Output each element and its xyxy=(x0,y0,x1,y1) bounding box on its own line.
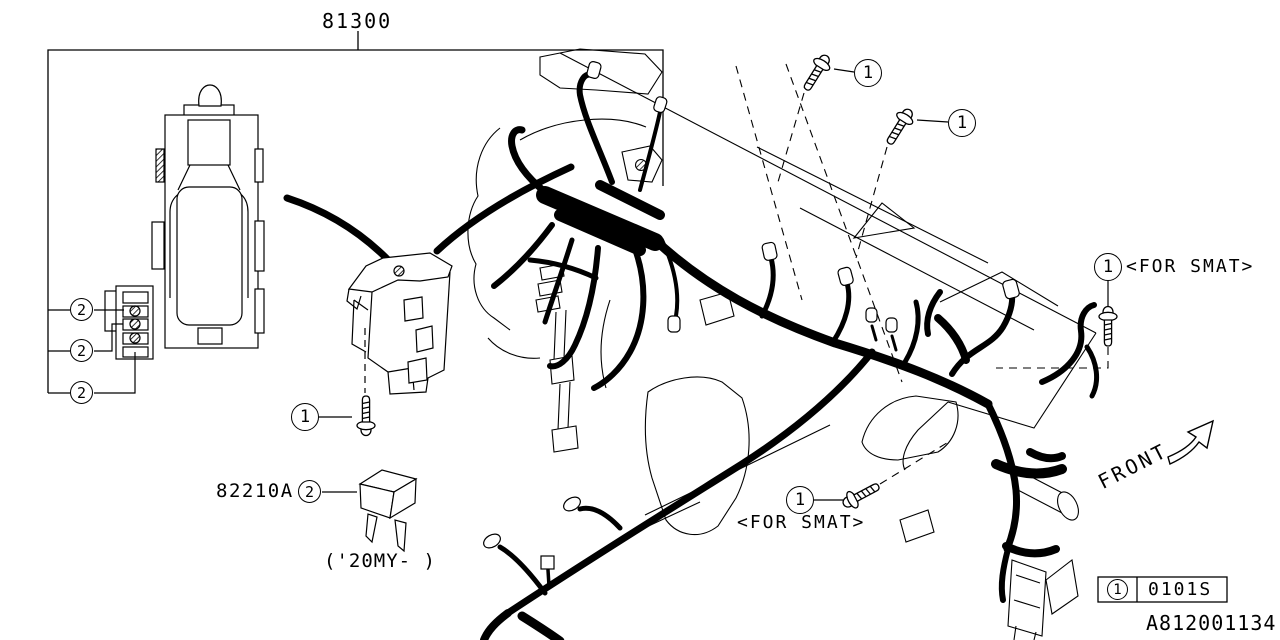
pointer-arrow-harness-to-bracket xyxy=(433,163,575,255)
bracket-drawing xyxy=(346,252,453,395)
callout-number: 1 xyxy=(1113,581,1122,598)
callout-number: 2 xyxy=(76,383,87,402)
callout-1-circle-smat-bottom: 1 xyxy=(786,486,814,514)
figure-id: A812001134 xyxy=(1146,611,1277,635)
callout-2-circle: 2 xyxy=(70,381,93,404)
for-smat-label-bottom: <FOR SMAT> xyxy=(737,512,866,533)
bracket-grommet-icon xyxy=(393,265,405,277)
part-label-82210A: 82210A xyxy=(216,480,294,502)
model-year-note: ('20MY- ) xyxy=(324,550,436,572)
part-label-81300: 81300 xyxy=(322,9,393,33)
steering-column-outline xyxy=(1007,471,1079,640)
callout-1-circle-smat-right: 1 xyxy=(1094,253,1122,281)
square-connector-icon xyxy=(540,555,555,570)
dashed-projection-lines xyxy=(735,63,1109,485)
control-module-drawing xyxy=(151,84,265,349)
callout-1-circle-legend: 1 xyxy=(1107,579,1128,600)
callout-1-leader-lines xyxy=(319,68,1109,501)
for-smat-label-right: <FOR SMAT> xyxy=(1126,256,1255,277)
callout-number: 1 xyxy=(1102,257,1114,277)
callout-1-circle-top2: 1 xyxy=(948,109,976,137)
fuse-drawing xyxy=(322,469,418,553)
legend-code: 0101S xyxy=(1148,579,1213,600)
instrument-panel-harness-drawing xyxy=(480,71,1100,640)
callout-2-circle: 2 xyxy=(70,298,93,321)
screw-icon xyxy=(838,477,884,514)
callout-1-circle-top1: 1 xyxy=(854,59,882,87)
screw-icon xyxy=(880,104,919,149)
screw-icon xyxy=(797,50,836,95)
callout-number: 1 xyxy=(862,63,874,83)
callout-number: 1 xyxy=(956,113,968,133)
callout-number: 2 xyxy=(76,300,87,319)
callout-2-leader-lines xyxy=(48,309,136,394)
callout-2-circle-fuse: 2 xyxy=(298,480,321,503)
screw-icon xyxy=(1098,305,1118,347)
callout-2-circle: 2 xyxy=(70,339,93,362)
harness-clip-connectors xyxy=(483,61,1020,570)
detail-box xyxy=(47,31,664,393)
callout-number: 2 xyxy=(76,341,87,360)
screw-icon xyxy=(356,395,376,437)
callout-1-circle-bracket: 1 xyxy=(291,403,319,431)
clip-grommet-icon xyxy=(129,318,141,330)
clip-grommet-icon xyxy=(129,305,141,317)
front-arrow-icon xyxy=(1167,419,1214,465)
callout-number: 1 xyxy=(794,490,806,510)
pointer-arrow-module-to-bracket xyxy=(283,194,398,270)
callout-number: 2 xyxy=(304,482,315,501)
dash-panel-outline xyxy=(467,48,1097,543)
callout-number: 1 xyxy=(299,407,311,427)
pointer-arrows xyxy=(283,163,575,270)
clip-grommet-icon xyxy=(129,332,141,344)
